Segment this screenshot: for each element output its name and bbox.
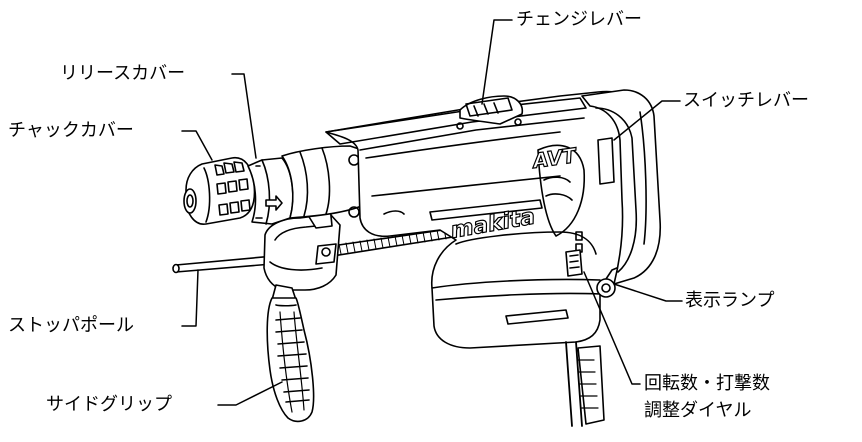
barrel: [281, 145, 367, 219]
indicator-lamp: [575, 231, 616, 298]
side-grip: [263, 195, 341, 423]
switch-lever-label: スイッチレバー: [683, 90, 809, 111]
change-lever: [456, 95, 524, 130]
rear-handle: [581, 89, 662, 285]
power-cord: [565, 341, 605, 427]
speed-dial: [565, 249, 583, 277]
speed-dial-label-line1: 回転数・打撃数: [644, 373, 770, 394]
svg-text:AVT: AVT: [529, 143, 578, 173]
avt-badge: AVT: [529, 142, 580, 173]
release-cover: [247, 157, 294, 225]
main-body: [325, 90, 650, 349]
indicator-lamp-label: 表示ランプ: [685, 290, 775, 311]
side-grip-label: サイドグリップ: [46, 394, 172, 415]
release-cover-label: リリースカバー: [60, 63, 186, 84]
leader-lines: [181, 19, 683, 406]
chuck-cover: [183, 157, 256, 225]
change-lever-label: チェンジレバー: [516, 9, 642, 30]
speed-dial-label-line2: 調整ダイヤル: [644, 400, 752, 421]
stop-pole-label: ストッパポール: [8, 315, 134, 336]
chuck-cover-label: チャックカバー: [8, 120, 134, 141]
